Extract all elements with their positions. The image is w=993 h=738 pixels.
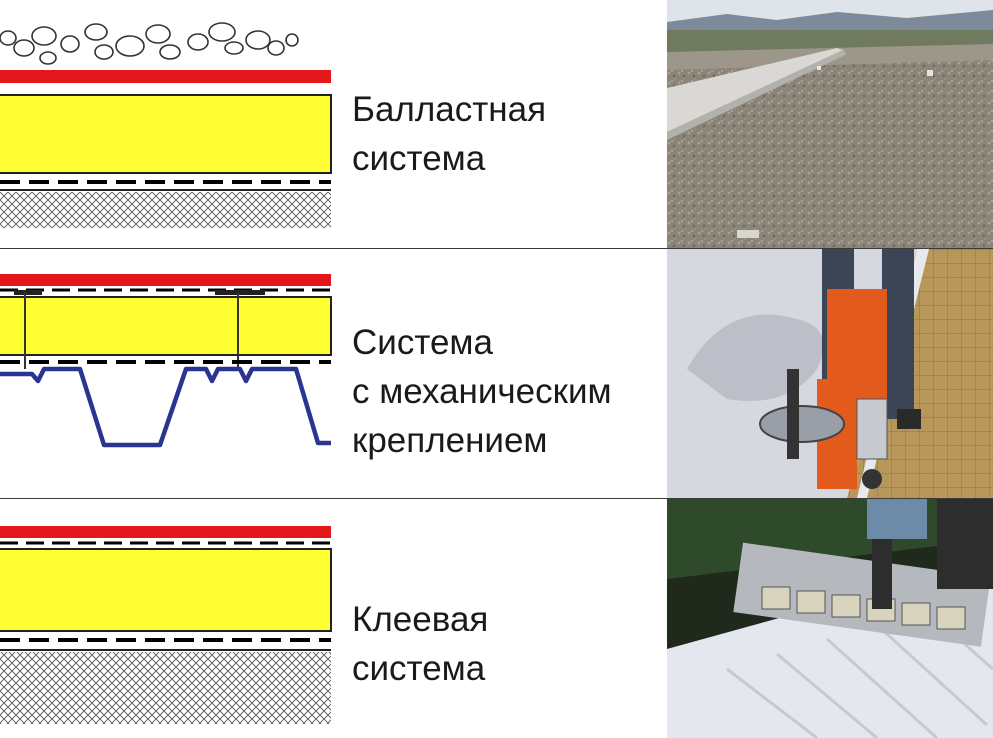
row-divider: [0, 248, 993, 249]
gravel-roof-photo: [667, 0, 993, 248]
insulation-layer: [0, 94, 332, 174]
insulation-layer: [0, 296, 332, 356]
glue-applicator-photo: [667, 499, 993, 738]
row-divider: [0, 498, 993, 499]
ballast-system-label: Балластная система: [352, 90, 547, 178]
mechanical-system-label: Система с механическим креплением: [352, 323, 612, 460]
substrate-layer: [0, 192, 331, 228]
ballast-system-diagram: [0, 22, 332, 228]
substrate-layer: [0, 652, 331, 724]
mechanical-system-diagram: [0, 274, 332, 448]
mechanical-system-row: Система с механическим креплением: [0, 249, 993, 498]
adhesive-system-diagram: [0, 526, 332, 724]
membrane-layer: [0, 274, 331, 286]
insulation-layer: [0, 548, 332, 632]
membrane-layer: [0, 526, 331, 538]
membrane-layer: [0, 70, 331, 83]
ballast-system-row: Балластная система: [0, 0, 993, 248]
adhesive-system-row: Клеевая система: [0, 499, 993, 738]
roof-fastening-machine-photo: [667, 249, 993, 498]
gravel-ballast-layer: [0, 22, 299, 65]
profiled-sheet: [0, 366, 331, 448]
adhesive-system-label: Клеевая система: [352, 600, 489, 688]
